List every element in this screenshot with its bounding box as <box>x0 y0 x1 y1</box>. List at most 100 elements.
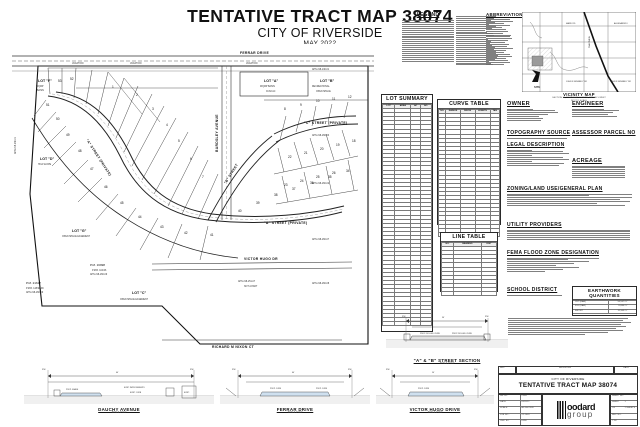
svg-text:HOA SLOPE: HOA SLOPE <box>38 163 52 166</box>
utility-providers-block: UTILITY PROVIDERS <box>507 222 635 240</box>
legend-labels <box>456 16 500 66</box>
section-scale-dauchy-avenue: SCALE 1"=10' <box>111 412 127 414</box>
svg-text:OPEN SPACE EASEMENT: OPEN SPACE EASEMENT <box>62 235 91 238</box>
svg-text:R/W: R/W <box>402 316 406 318</box>
topography-source-block: TOPOGRAPHY SOURCE <box>507 130 571 139</box>
svg-text:45: 45 <box>120 201 124 205</box>
svg-text:WQMP BASIN: WQMP BASIN <box>260 85 275 88</box>
title-block-data-col: DR. BY: CWR DATE: 05/2022 SCALE: AS SHOW… <box>498 394 542 426</box>
svg-text:EXIST. CURB: EXIST. CURB <box>130 392 142 394</box>
section-scale-ferrar-drive: SCALE 1"=10' <box>287 412 303 414</box>
svg-text:18: 18 <box>352 139 356 143</box>
vicinity-map: SITE MARD RD ALESSANDRO TRAUTWEIN JOHN F… <box>522 12 636 102</box>
svg-text:60': 60' <box>292 372 295 374</box>
svg-text:R/W: R/W <box>485 316 489 318</box>
svg-text:9: 9 <box>300 103 302 107</box>
zoning-block: ZONING/LAND USE/GENERAL PLAN <box>507 186 635 206</box>
abbreviation-rows <box>486 19 520 65</box>
street-label-c-street: "C" STREET (PRIVATE) <box>304 121 347 125</box>
svg-text:R/W: R/W <box>474 369 478 371</box>
svg-text:50': 50' <box>432 372 435 374</box>
svg-text:43: 43 <box>160 225 164 229</box>
section-victor-hugo-drive: PROP. CURB 50' R/W R/W VICTOR HUGO DRIVE… <box>376 366 494 416</box>
legal-description-block: LEGAL DESCRIPTION <box>507 142 569 166</box>
utility-providers-body <box>507 229 635 240</box>
svg-text:42: 42 <box>184 231 188 235</box>
street-label-a-street: "A" STREET (PRIVATE) <box>85 138 112 177</box>
school-district-block: SCHOOL DISTRICT <box>507 287 562 296</box>
title-block-revisions-col: REVISIONS <box>516 366 614 374</box>
fema-block: FEMA FLOOD ZONE DESIGNATION <box>507 250 635 272</box>
section-ferrar-drive: PROP. CURB PROP. CURB 60' R/W R/W FERRAR… <box>220 366 370 416</box>
section-title-dauchy-avenue: DAUCHY AVENUE <box>98 407 140 412</box>
assessor-parcel-grid: APNLOTSPARCELS 218-240-011-12A,B 218-260… <box>572 138 634 150</box>
svg-text:SITE: SITE <box>534 85 540 89</box>
svg-text:JOHN F KENNEDY DR: JOHN F KENNEDY DR <box>610 81 631 83</box>
svg-text:APN 218-240-01: APN 218-240-01 <box>14 136 17 154</box>
svg-text:4: 4 <box>166 123 168 127</box>
svg-text:ALESSANDRO: ALESSANDRO <box>614 22 628 25</box>
svg-text:36: 36 <box>310 181 314 185</box>
svg-text:BASIN: BASIN <box>37 89 44 92</box>
svg-text:VACATION: VACATION <box>72 62 84 65</box>
svg-text:22: 22 <box>288 155 292 159</box>
svg-text:24: 24 <box>300 179 304 183</box>
legend-symbol-lines <box>402 20 454 62</box>
svg-text:47: 47 <box>90 167 94 171</box>
svg-text:EXIST.: EXIST. <box>184 392 190 394</box>
svg-text:APN 218-260-09: APN 218-260-09 <box>90 273 108 276</box>
legend-label-column <box>456 16 500 66</box>
svg-text:12: 12 <box>348 95 352 99</box>
firm-name-main: oodard <box>566 401 596 412</box>
title-block-rev-col: REV. <box>498 366 516 374</box>
section-scale-victor-hugo-drive: SCALE 1"=10' <box>427 412 443 414</box>
svg-text:APN 218-260-03: APN 218-260-03 <box>312 134 330 137</box>
street-label-richard-m-nixon-ct: RICHARD M NIXON CT <box>212 345 255 349</box>
svg-text:52: 52 <box>70 77 74 81</box>
legend-panel: LEGEND <box>402 12 454 62</box>
owner-body <box>507 108 565 121</box>
engineer-block: ENGINEER <box>572 101 634 118</box>
svg-text:5: 5 <box>178 139 180 143</box>
street-label-a-street-2: "A" STREET (PRIVATE) <box>264 221 307 225</box>
svg-text:EXIST. IMPROVEMENTS: EXIST. IMPROVEMENTS <box>124 387 145 389</box>
svg-text:26: 26 <box>332 171 336 175</box>
svg-text:PROP. CURB: PROP. CURB <box>418 388 430 390</box>
svg-text:P.M.B. 104/46: P.M.B. 104/46 <box>92 270 107 272</box>
general-notes-block <box>508 318 636 335</box>
street-label-bardsley-avenue: BARDSLEY AVENUE <box>215 114 219 152</box>
svg-text:51: 51 <box>46 103 50 107</box>
section-title-ferrar-drive: FERRAR DRIVE <box>276 407 314 412</box>
svg-text:R/W: R/W <box>232 369 236 371</box>
svg-text:R/W: R/W <box>190 369 194 371</box>
parcel-map-16998: P.M. 16998 <box>90 263 105 267</box>
svg-text:PROP. ROLLED CURB: PROP. ROLLED CURB <box>452 333 472 335</box>
svg-text:1: 1 <box>112 85 114 89</box>
street-label-ferrar-drive: FERRAR DRIVE <box>240 51 269 55</box>
svg-text:APN 218-240-01: APN 218-240-01 <box>312 68 330 71</box>
svg-text:40: 40 <box>238 209 242 213</box>
svg-text:PROP. ROLLED CURB: PROP. ROLLED CURB <box>420 333 440 335</box>
svg-text:2: 2 <box>136 93 138 97</box>
page-title: TENTATIVE TRACT MAP 38074 <box>187 6 453 26</box>
svg-text:38: 38 <box>274 193 278 197</box>
svg-text:TRAUTWEIN: TRAUTWEIN <box>588 36 591 48</box>
acreage-block: ACREAGE <box>572 158 634 178</box>
svg-text:APN 218-260-02: APN 218-260-02 <box>312 182 330 185</box>
firm-logo: oodard group <box>542 394 610 426</box>
parcel-map-21617: P.M. 21617 <box>26 281 41 285</box>
title-block-date-col: DATE <box>614 366 638 374</box>
svg-text:PROP. CURB: PROP. CURB <box>316 388 328 390</box>
svg-text:39: 39 <box>256 201 260 205</box>
engineer-body <box>572 108 634 118</box>
assessor-parcel-block: ASSESSOR PARCEL NO APNLOTSPARCELS 218-24… <box>572 130 635 150</box>
acreage-body <box>572 165 634 178</box>
title-block-sheet-col: SHEET NO. SHEET 1 OF 1 SHEETS REV. NO. T… <box>610 394 638 426</box>
svg-text:3: 3 <box>152 107 154 111</box>
svg-text:PROP. CURB: PROP. CURB <box>270 388 282 390</box>
svg-text:VACATION: VACATION <box>130 62 142 65</box>
